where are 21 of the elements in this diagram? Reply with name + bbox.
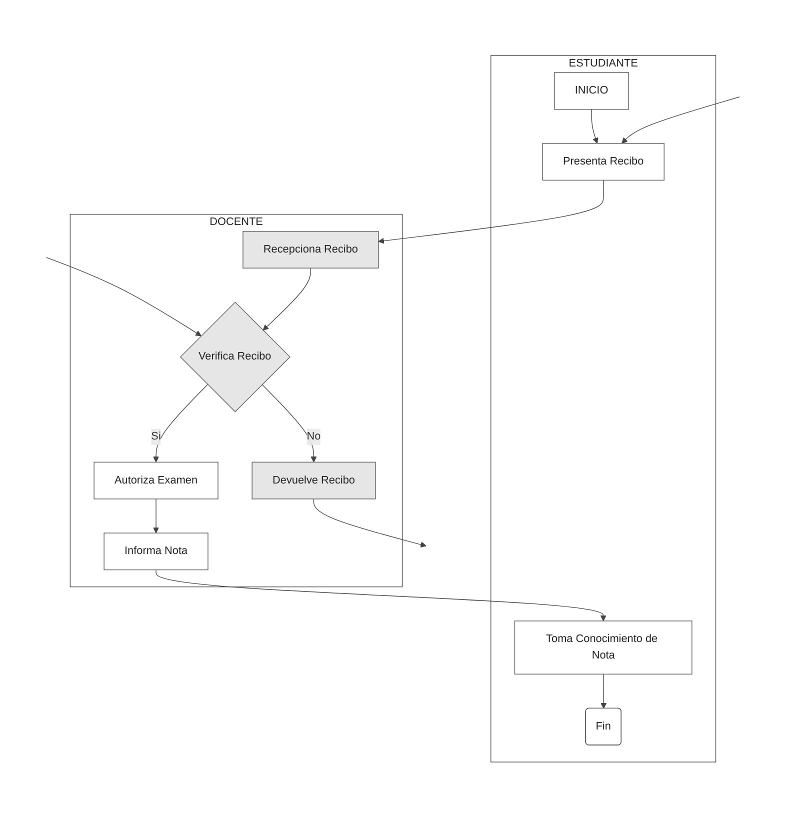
node-box: Informa Nota bbox=[104, 532, 208, 570]
node-box: Recepciona Recibo bbox=[242, 230, 379, 268]
arrow bbox=[153, 384, 208, 462]
node-box: INICIO bbox=[554, 72, 629, 110]
node-diamond: Verifica Recibo bbox=[180, 301, 290, 412]
edge-label: Si bbox=[151, 430, 161, 442]
arrow bbox=[153, 498, 160, 534]
node-box: Autoriza Examen bbox=[94, 462, 218, 500]
node-box: Toma Conocimiento de Nota bbox=[514, 620, 692, 674]
arrow bbox=[262, 384, 317, 462]
edge-label: No bbox=[306, 430, 321, 442]
node-box: Presenta Recibo bbox=[542, 142, 664, 180]
arrow bbox=[378, 180, 604, 244]
arrow bbox=[313, 498, 426, 548]
node-box: Devuelve Recibo bbox=[252, 462, 376, 500]
arrow bbox=[262, 268, 312, 330]
arrow bbox=[156, 569, 606, 621]
arrow bbox=[622, 96, 740, 144]
arrow bbox=[600, 674, 607, 709]
arrow bbox=[591, 108, 598, 144]
arrow bbox=[46, 256, 202, 336]
